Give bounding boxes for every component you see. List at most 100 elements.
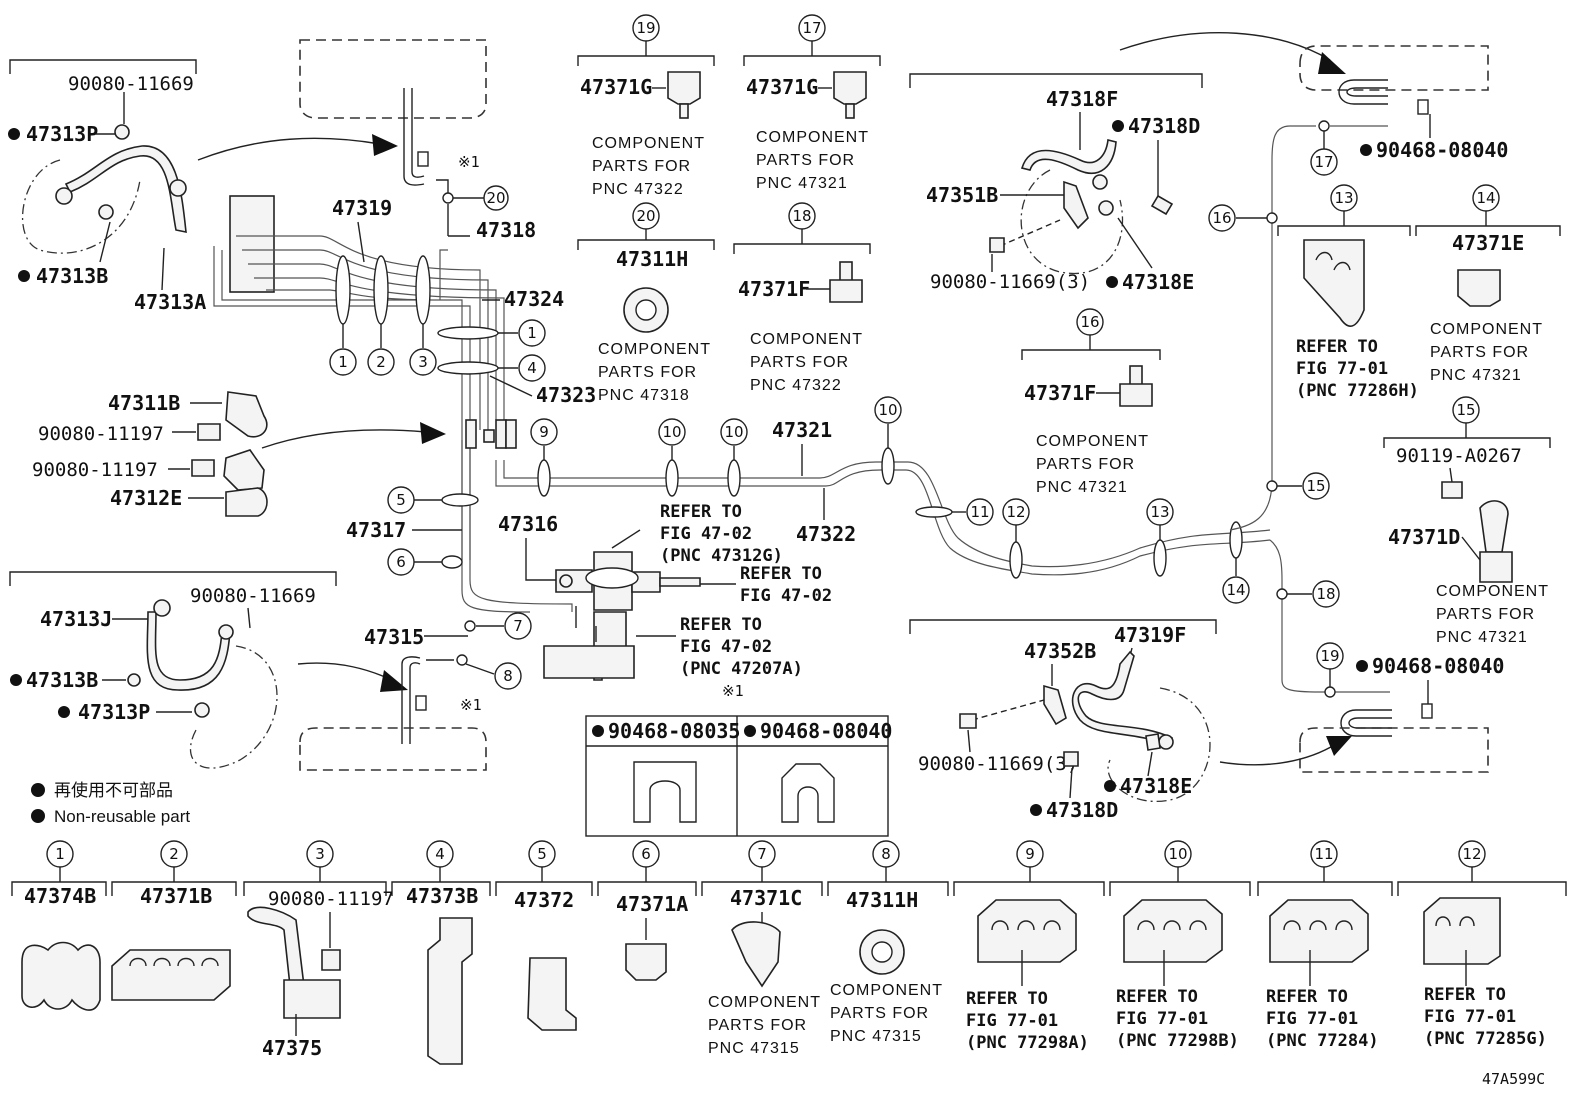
part-47313P-mid: 47313P xyxy=(78,700,150,724)
part-90468-08040-top: 90468-08040 xyxy=(1376,138,1508,162)
callout-10-a xyxy=(658,418,686,446)
part-47371E: 47371E xyxy=(1452,231,1524,255)
svg-text:18: 18 xyxy=(792,207,811,225)
part-47375: 47375 xyxy=(262,1036,322,1060)
part-47317: 47317 xyxy=(346,518,406,542)
note-cp-47322-b-l2: PARTS FOR xyxy=(750,354,849,371)
legend-dot-en xyxy=(31,809,45,823)
note-cp-47321-c-l1: COMPONENT xyxy=(1430,321,1543,338)
note-cp-47321-c-l2: PARTS FOR xyxy=(1430,344,1529,361)
svg-text:6: 6 xyxy=(641,845,651,863)
part-90080-11197-bottom: 90080-11197 xyxy=(268,888,394,910)
callout-5 xyxy=(387,486,415,514)
part-47324: 47324 xyxy=(504,287,564,311)
svg-text:18: 18 xyxy=(1316,585,1335,603)
callout-7 xyxy=(504,612,532,640)
svg-text:14: 14 xyxy=(1226,581,1245,599)
hose-assembly-top-left: 90080-11669 47313P 47313B 47313A xyxy=(8,59,398,314)
ref-fig-47-02-l2: FIG 47-02 xyxy=(740,586,832,606)
note-cp-47321-d-l3: PNC 47321 xyxy=(1436,629,1528,646)
ref-fig-77-01-77285G-l3: (PNC 77285G) xyxy=(1424,1029,1547,1049)
note-cp-47315-a-l3: PNC 47315 xyxy=(708,1040,800,1057)
part-47371C: 47371C xyxy=(730,886,802,910)
ref-fig-47-02-47207A-l3: (PNC 47207A) xyxy=(680,659,803,679)
svg-text:10: 10 xyxy=(724,423,743,441)
note-cp-47321-b-l1: COMPONENT xyxy=(1036,433,1149,450)
part-90080-11669-mid: 90080-11669 xyxy=(190,585,316,607)
svg-text:12: 12 xyxy=(1462,845,1481,863)
part-47318D-bot: 47318D xyxy=(1046,798,1118,822)
svg-text:10: 10 xyxy=(1168,845,1187,863)
svg-text:2: 2 xyxy=(376,353,386,371)
svg-text:3: 3 xyxy=(315,845,325,863)
svg-text:1: 1 xyxy=(527,324,537,342)
svg-text:1: 1 xyxy=(55,845,65,863)
part-47313P-top: 47313P xyxy=(26,122,98,146)
svg-text:2: 2 xyxy=(169,845,179,863)
ref-fig-77-01-77298B-l3: (PNC 77298B) xyxy=(1116,1031,1239,1051)
ref-fig-47-02-47312G-l2: FIG 47-02 xyxy=(660,524,752,544)
ref-fig-47-02-l1: REFER TO xyxy=(740,564,822,584)
note-cp-47315-a-l1: COMPONENT xyxy=(708,994,821,1011)
legend-jp: 再使用不可部品 xyxy=(54,780,173,800)
callout-20 xyxy=(483,185,509,211)
part-47352B: 47352B xyxy=(1024,639,1096,663)
bottom-clamp-row: 1 47374B 2 47371B 3 90080-11197 47375 4 … xyxy=(11,840,1567,1065)
ref-mark-1-bottom: ※1 xyxy=(460,696,482,714)
ref-fig-77-01-77286H-l1: REFER TO xyxy=(1296,337,1378,357)
part-47373B: 47373B xyxy=(406,884,478,908)
note-cp-47321-d-l1: COMPONENT xyxy=(1436,583,1549,600)
part-47371G-19: 47371G xyxy=(580,75,652,99)
note-cp-47318-l2: PARTS FOR xyxy=(598,364,697,381)
part-90080-11197-b: 90080-11197 xyxy=(32,459,158,481)
note-cp-47322-a-l1: COMPONENT xyxy=(592,135,705,152)
svg-text:12: 12 xyxy=(1006,503,1025,521)
part-47313B-mid: 47313B xyxy=(26,668,98,692)
top-middle-parts: 19 47371G COMPONENT PARTS FOR PNC 47322 … xyxy=(577,14,881,404)
note-cp-47318-l1: COMPONENT xyxy=(598,341,711,358)
svg-text:9: 9 xyxy=(1025,845,1035,863)
part-47371G-17: 47371G xyxy=(746,75,818,99)
svg-text:10: 10 xyxy=(662,423,681,441)
note-cp-47322-b-l1: COMPONENT xyxy=(750,331,863,348)
center-left-pipes: 5 47317 6 47316 xyxy=(346,486,701,681)
part-90119-A0267: 90119-A0267 xyxy=(1396,445,1522,467)
main-pipe-labels: 9 10 10 47321 47322 10 11 12 13 14 xyxy=(530,396,1250,604)
svg-text:3: 3 xyxy=(418,353,428,371)
svg-text:7: 7 xyxy=(513,617,523,635)
part-47316: 47316 xyxy=(498,512,558,536)
callout-18-b xyxy=(1312,580,1340,608)
callout-6 xyxy=(387,548,415,576)
part-47311H-bottom: 47311H xyxy=(846,888,918,912)
part-47311B: 47311B xyxy=(108,391,180,415)
svg-text:17: 17 xyxy=(1314,153,1333,171)
part-47315: 47315 xyxy=(364,625,424,649)
svg-text:10: 10 xyxy=(878,401,897,419)
part-47371B: 47371B xyxy=(140,884,212,908)
note-cp-47321-a-l1: COMPONENT xyxy=(756,129,869,146)
ref-fig-77-01-77298A-l2: FIG 77-01 xyxy=(966,1011,1058,1031)
ref-fig-77-01-77298A-l3: (PNC 77298A) xyxy=(966,1033,1089,1053)
part-47318F: 47318F xyxy=(1046,87,1118,111)
svg-text:9: 9 xyxy=(539,423,549,441)
part-47318: 47318 xyxy=(476,218,536,242)
callout-12 xyxy=(1002,498,1030,526)
callout-9 xyxy=(530,418,558,446)
refer-notes-center: REFER TO FIG 47-02 (PNC 47312G) REFER TO… xyxy=(636,502,832,700)
callout-15 xyxy=(1302,472,1330,500)
svg-text:19: 19 xyxy=(636,19,655,37)
note-cp-47321-a-l2: PARTS FOR xyxy=(756,152,855,169)
ref-fig-77-01-77285G-l2: FIG 77-01 xyxy=(1424,1007,1516,1027)
svg-text:13: 13 xyxy=(1150,503,1169,521)
svg-text:4: 4 xyxy=(435,845,445,863)
part-90080-11669-3-top: 90080-11669(3) xyxy=(930,271,1090,293)
note-cp-47315-a-l2: PARTS FOR xyxy=(708,1017,807,1034)
non-reusable-dot xyxy=(10,674,22,686)
svg-text:11: 11 xyxy=(1314,845,1333,863)
note-cp-47321-c-l3: PNC 47321 xyxy=(1430,367,1522,384)
note-cp-47321-a-l3: PNC 47321 xyxy=(756,175,848,192)
svg-text:17: 17 xyxy=(802,19,821,37)
callout-19-b xyxy=(1316,642,1344,670)
